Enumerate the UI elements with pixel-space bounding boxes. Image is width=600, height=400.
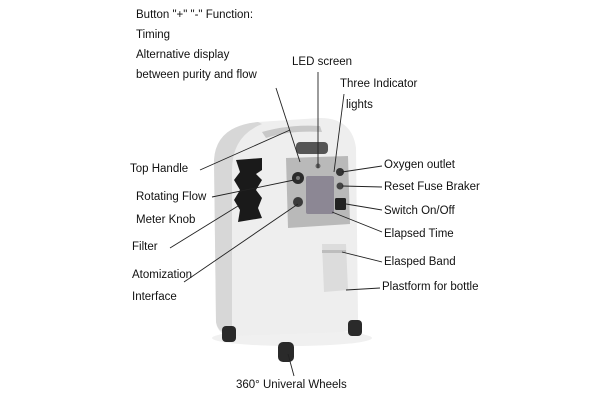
label-elapsed-band: Elasped Band xyxy=(384,256,456,268)
side-filter xyxy=(234,158,262,222)
label-meter-knob: Meter Knob xyxy=(136,214,196,226)
oxygen-outlet-icon xyxy=(336,168,344,176)
note-alt-display-2: between purity and flow xyxy=(136,69,257,81)
top-handle xyxy=(262,125,322,138)
label-interface: Interface xyxy=(132,291,177,303)
power-switch-icon xyxy=(335,198,346,210)
label-wheels: 360° Univeral Wheels xyxy=(236,379,347,391)
reset-fuse-icon xyxy=(336,182,344,190)
label-elapsed-time: Elapsed Time xyxy=(384,228,454,240)
label-top-handle: Top Handle xyxy=(130,163,189,175)
note-alt-display-1: Alternative display xyxy=(136,49,230,61)
label-platform: Plastform for bottle xyxy=(382,281,479,293)
rotary-knob-center xyxy=(296,176,300,180)
top-recess xyxy=(296,142,328,154)
led-screen xyxy=(306,176,334,214)
note-button-function: Button "+" "-" Function: xyxy=(136,9,254,21)
label-oxygen-outlet: Oxygen outlet xyxy=(384,159,455,171)
device-side-shade xyxy=(214,122,262,334)
elapsed-band xyxy=(322,250,346,253)
caster-wheel-icon xyxy=(222,320,362,362)
label-rotating-flow: Rotating Flow xyxy=(136,191,207,203)
note-timing: Timing xyxy=(136,29,171,41)
label-switch-onoff: Switch On/Off xyxy=(384,205,455,217)
label-atomization: Atomization xyxy=(132,269,193,281)
label-reset-fuse: Reset Fuse Braker xyxy=(384,181,480,193)
atomization-port-icon xyxy=(293,197,303,207)
label-lights: lights xyxy=(346,99,373,111)
label-led-screen: LED screen xyxy=(292,56,353,68)
leader-lines xyxy=(169,72,383,377)
label-filter: Filter xyxy=(132,241,158,253)
bottle-platform xyxy=(322,244,348,292)
label-three-indicator: Three Indicator xyxy=(340,78,418,90)
